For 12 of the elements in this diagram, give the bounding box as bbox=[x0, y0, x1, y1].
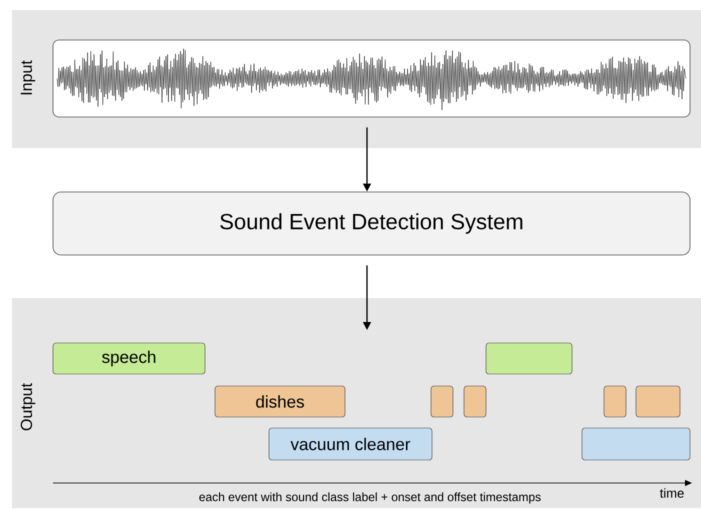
event-bar bbox=[464, 386, 486, 418]
event-bar bbox=[430, 386, 454, 418]
event-bar: dishes bbox=[214, 386, 346, 418]
event-bar: vacuum cleaner bbox=[268, 428, 432, 460]
event-bar bbox=[486, 342, 572, 374]
event-bar bbox=[582, 428, 690, 460]
axis-label: time bbox=[660, 488, 684, 498]
event-bar bbox=[636, 386, 680, 418]
event-bar bbox=[604, 386, 626, 418]
caption-text: each event with sound class label + onset and offset timestamps bbox=[199, 492, 541, 504]
process-box: Sound Event Detection System bbox=[52, 192, 690, 256]
event-bar: speech bbox=[52, 342, 206, 374]
